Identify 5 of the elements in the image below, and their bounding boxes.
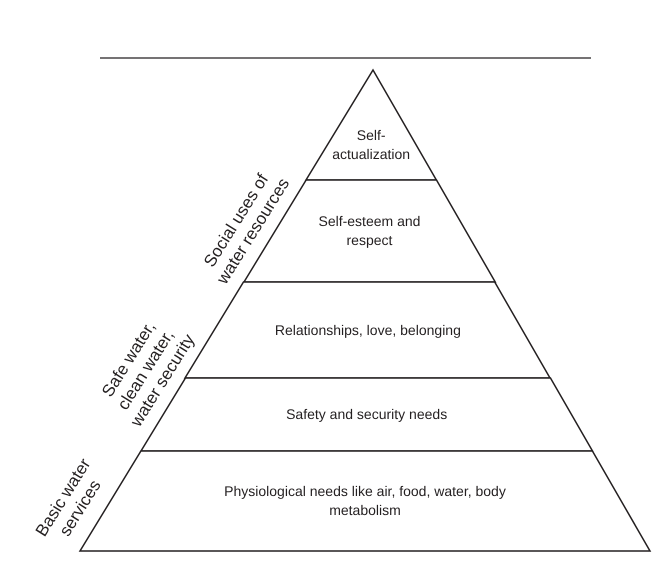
level-text: Relationships, love, belonging (274, 320, 461, 340)
level-text: Physiological needs like air, food, water, body metabolism (223, 482, 507, 520)
level-text: Self-esteem and respect (317, 212, 422, 250)
level-text: Safety and security needs (286, 405, 448, 424)
level-text: Self-actualization (331, 126, 412, 164)
